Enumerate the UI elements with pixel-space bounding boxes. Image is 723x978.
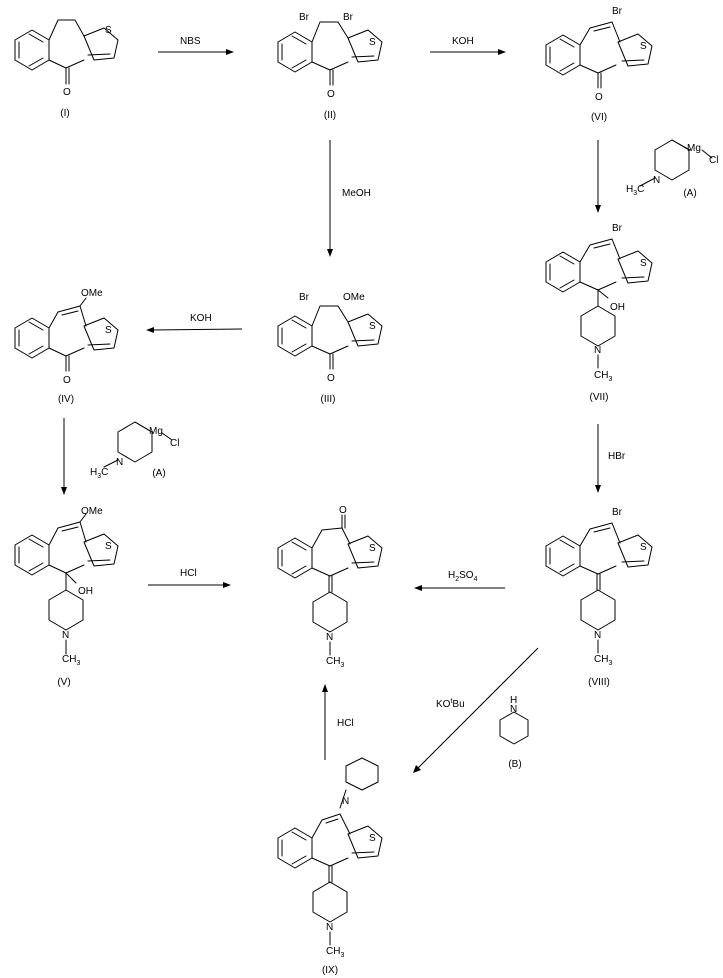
compound-label-V: (V) <box>57 677 70 688</box>
oxygen-atom: O <box>339 505 347 516</box>
compound-label-I: (I) <box>60 108 69 119</box>
compound-VI: Br S O (VI) <box>545 6 653 123</box>
reagent-label-B: (B) <box>508 759 521 770</box>
nitrogen-atom: N <box>594 630 601 641</box>
arrow-koh-top: KOH <box>430 36 506 55</box>
arrow-hcl-up: HCl <box>322 684 354 760</box>
reagent-hcl: HCl <box>337 718 354 729</box>
hydrogen-atom: H <box>510 695 517 706</box>
methyl-group: CH3 <box>326 946 344 959</box>
oxygen-atom: O <box>63 87 71 98</box>
sulfur-atom: S <box>369 543 376 554</box>
reagent-label-A: (A) <box>152 468 165 479</box>
compound-label-VIII: (VIII) <box>588 677 610 688</box>
oxygen-atom: O <box>63 375 71 386</box>
reagent-nbs: NBS <box>180 36 201 47</box>
compound-label-VII: (VII) <box>590 392 609 403</box>
compound-label-IV: (IV) <box>58 394 74 405</box>
nitrogen-atom: N <box>342 796 349 807</box>
sulfur-atom: S <box>105 325 112 336</box>
arrow-hbr: HBr <box>595 424 626 493</box>
arrow-h2so4: H2SO4 <box>414 570 505 591</box>
reagent-meoh: MeOH <box>342 188 371 199</box>
methyl-group: CH3 <box>594 654 612 667</box>
nitrogen-atom: N <box>594 345 601 356</box>
magnesium-atom: Mg <box>687 143 701 154</box>
methyl-group: CH3 <box>326 656 344 669</box>
sulfur-atom: S <box>640 41 647 52</box>
compound-label-VI: (VI) <box>591 112 607 123</box>
bromine-atom: Br <box>612 6 623 17</box>
oxygen-atom: O <box>327 89 335 100</box>
methoxy-group: OMe <box>81 288 103 299</box>
reagent-piperidine-B: N H (B) <box>499 695 529 770</box>
sulfur-atom: S <box>105 541 112 552</box>
reagent-h2so4: H2SO4 <box>448 570 478 583</box>
nitrogen-atom: N <box>62 630 69 641</box>
compound-label-II: (II) <box>324 110 336 121</box>
sulfur-atom: S <box>640 258 647 269</box>
chlorine-atom: Cl <box>709 155 718 166</box>
sulfur-atom: S <box>369 37 376 48</box>
methyl-group: H3C <box>626 184 644 197</box>
arrow-grignard-right: Mg Cl N H3C (A) <box>595 139 718 213</box>
bromine-atom: Br <box>299 12 310 23</box>
chlorine-atom: Cl <box>170 438 179 449</box>
sulfur-atom: S <box>640 542 647 553</box>
magnesium-atom: Mg <box>149 426 163 437</box>
compound-product: O S N CH3 <box>277 505 383 669</box>
reagent-koh: KOH <box>452 36 474 47</box>
compound-label-IX: (IX) <box>322 965 338 976</box>
compound-IV: OMe S O (IV) <box>14 288 119 405</box>
bromine-atom: Br <box>299 292 310 303</box>
arrow-koh-mid: KOH <box>146 313 243 333</box>
arrow-hcl-left: HCl <box>148 568 231 588</box>
nitrogen-atom: N <box>326 632 333 643</box>
compound-IX: N S N CH3 (IX) <box>277 757 383 976</box>
hydroxyl-group: OH <box>610 302 625 313</box>
bromine-atom: Br <box>612 223 623 234</box>
compound-VII: Br S OH N CH3 (VII) <box>545 223 653 403</box>
nitrogen-atom: N <box>653 175 660 186</box>
methyl-group: H3C <box>90 467 108 480</box>
compound-VIII: Br S N CH3 (VIII) <box>545 507 653 688</box>
arrow-nbs: NBS <box>158 36 234 55</box>
compound-II: Br Br S O (II) <box>277 12 383 121</box>
compound-V: OMe S OH N CH3 (V) <box>14 506 119 688</box>
reagent-koh: KOH <box>190 313 212 324</box>
bromine-atom: Br <box>612 507 623 518</box>
sulfur-atom: S <box>105 25 112 36</box>
reagent-label-A: (A) <box>683 188 696 199</box>
compound-label-III: (III) <box>321 394 336 405</box>
nitrogen-atom: N <box>510 704 517 715</box>
sulfur-atom: S <box>369 833 376 844</box>
compound-I: S O (I) <box>14 19 119 119</box>
reagent-hbr: HBr <box>608 451 626 462</box>
methoxy-group: OMe <box>81 506 103 517</box>
oxygen-atom: O <box>327 373 335 384</box>
methyl-group: CH3 <box>62 654 80 667</box>
nitrogen-atom: N <box>116 457 123 468</box>
methoxy-group: OMe <box>343 292 365 303</box>
sulfur-atom: S <box>369 321 376 332</box>
oxygen-atom: O <box>595 92 603 103</box>
arrow-grignard-left: Mg Cl N H3C (A) <box>61 418 179 495</box>
reagent-kotbu: KOtBu <box>436 698 465 710</box>
nitrogen-atom: N <box>326 922 333 933</box>
hydroxyl-group: OH <box>78 586 93 597</box>
bromine-atom: Br <box>343 12 354 23</box>
reagent-hcl: HCl <box>180 568 197 579</box>
arrow-kotbu: KOtBu <box>413 647 539 773</box>
methyl-group: CH3 <box>594 370 612 383</box>
compound-III: Br OMe S O (III) <box>277 292 383 405</box>
arrow-meoh: MeOH <box>327 140 371 257</box>
